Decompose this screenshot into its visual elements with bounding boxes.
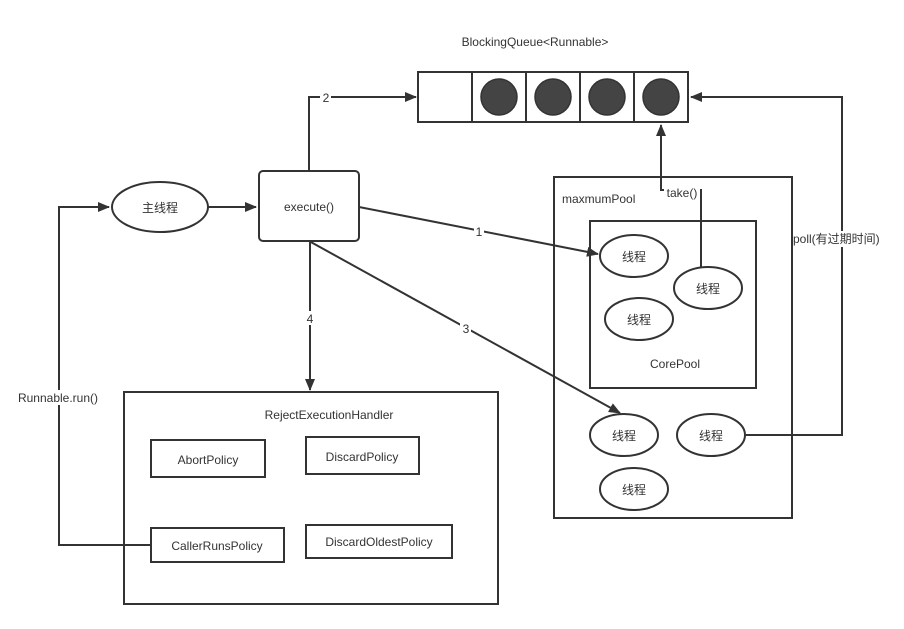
policy-abort bbox=[150, 439, 266, 478]
arrow-label-3: 3 bbox=[463, 322, 470, 336]
policy-discard-label: DiscardPolicy bbox=[326, 450, 399, 464]
main-thread-label: 主线程 bbox=[142, 200, 178, 215]
arrow-caller-runs-to-main bbox=[58, 202, 151, 546]
queue-task-item bbox=[480, 78, 518, 116]
policy-discard bbox=[305, 436, 420, 475]
take-label: take() bbox=[667, 186, 698, 200]
core-thread-node bbox=[599, 234, 669, 278]
reject-handler-frame bbox=[123, 391, 499, 605]
max-thread-label: 线程 bbox=[699, 428, 723, 443]
execute-label: execute() bbox=[284, 200, 334, 214]
core-thread-label: 线程 bbox=[622, 249, 646, 264]
queue-task-item bbox=[642, 78, 680, 116]
arrow-label-2: 2 bbox=[323, 91, 330, 105]
max-pool-label: maxmumPool bbox=[562, 192, 635, 206]
queue-title: BlockingQueue<Runnable> bbox=[462, 35, 609, 49]
policy-abort-label: AbortPolicy bbox=[178, 453, 239, 467]
arrow-label-4: 4 bbox=[307, 312, 314, 326]
core-pool-frame bbox=[589, 220, 757, 389]
max-thread-node bbox=[589, 413, 659, 457]
core-thread-label: 线程 bbox=[627, 312, 651, 327]
policy-discard-oldest-label: DiscardOldestPolicy bbox=[325, 535, 432, 549]
max-thread-label: 线程 bbox=[622, 482, 646, 497]
arrow-execute-to-queue bbox=[308, 92, 417, 171]
policy-caller-runs bbox=[150, 527, 285, 563]
reject-handler-title: RejectExecutionHandler bbox=[265, 408, 394, 422]
core-thread-label: 线程 bbox=[696, 281, 720, 296]
runnable-run-label: Runnable.run() bbox=[18, 391, 98, 405]
core-thread-node bbox=[604, 297, 674, 341]
arrow-poll-to-queue bbox=[690, 92, 843, 436]
blocking-queue bbox=[417, 71, 689, 123]
policy-discard-oldest bbox=[305, 524, 453, 559]
queue-task-item bbox=[588, 78, 626, 116]
core-thread-node bbox=[673, 266, 743, 310]
queue-task-item bbox=[534, 78, 572, 116]
policy-caller-runs-label: CallerRunsPolicy bbox=[171, 539, 262, 553]
max-thread-node bbox=[599, 467, 669, 511]
max-thread-label: 线程 bbox=[612, 428, 636, 443]
arrow-label-1: 1 bbox=[476, 225, 483, 239]
max-pool-frame bbox=[553, 176, 793, 519]
core-pool-label: CorePool bbox=[650, 357, 700, 371]
poll-label: poll(有过期时间) bbox=[793, 232, 880, 246]
